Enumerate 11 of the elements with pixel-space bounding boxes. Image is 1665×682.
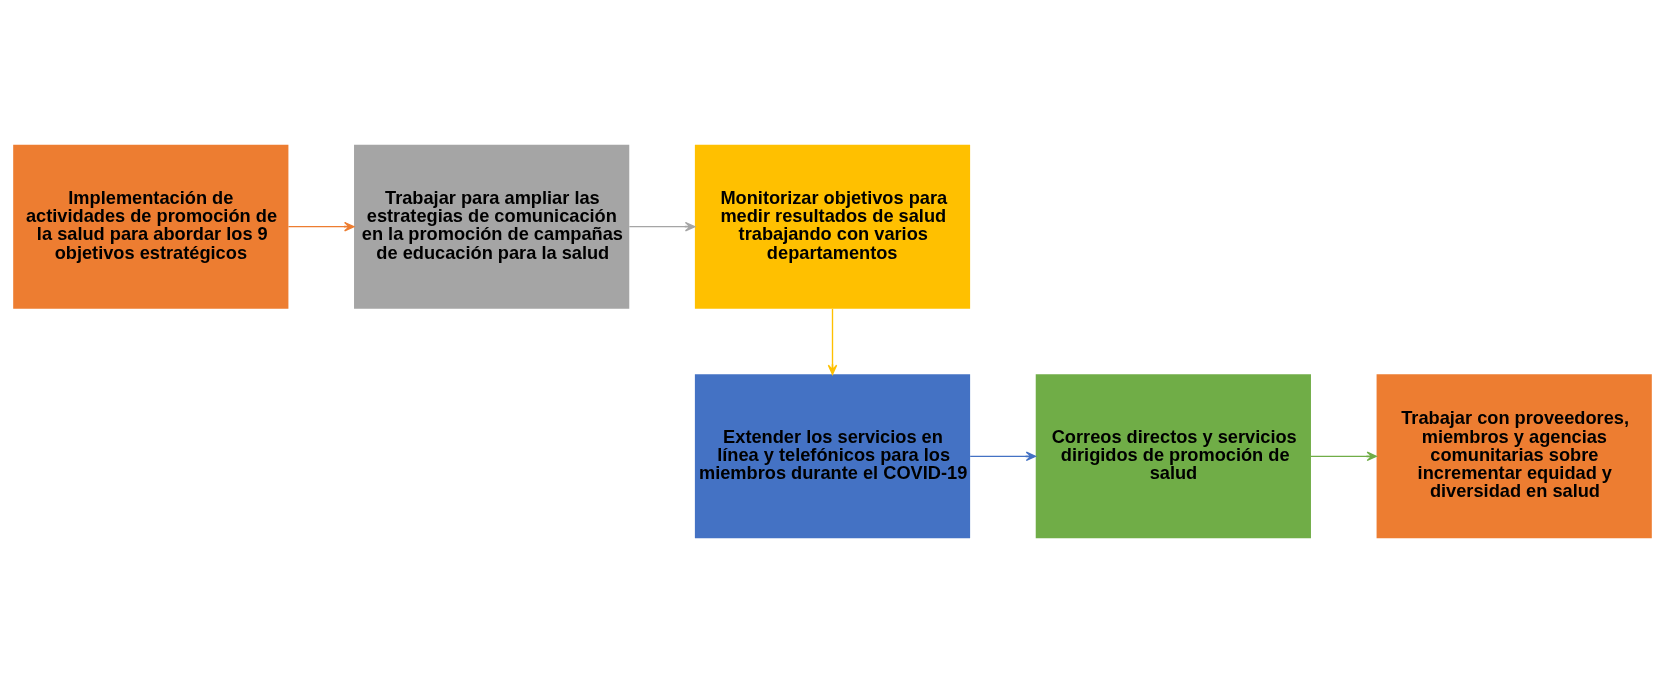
arrow (628, 221, 696, 231)
arrow (287, 221, 355, 231)
arrow (1310, 451, 1377, 461)
arrow (969, 451, 1037, 461)
node-box: Correos directos y servicios dirigidos de promoción de salud (1035, 373, 1311, 538)
node-box: Implementación de actividades de promoción de la salud para abordar los 9 objetivos estratégicos (13, 144, 289, 309)
node-box: Trabajar para ampliar las estrategias de comunicación en la promoción de campañas de educación para la salud (354, 144, 630, 309)
node-box: Trabajar con proveedores, miembros y agencias comunitarias sobre incrementar equidad y diversidad en salud (1376, 373, 1652, 538)
node-box: Monitorizar objetivos para medir resultados de salud trabajando con varios departamentos (694, 144, 971, 309)
arrow (827, 307, 838, 375)
node-box: Extender los servicios en línea y telefónicos para los miembros durante el COVID-19 (694, 373, 971, 538)
